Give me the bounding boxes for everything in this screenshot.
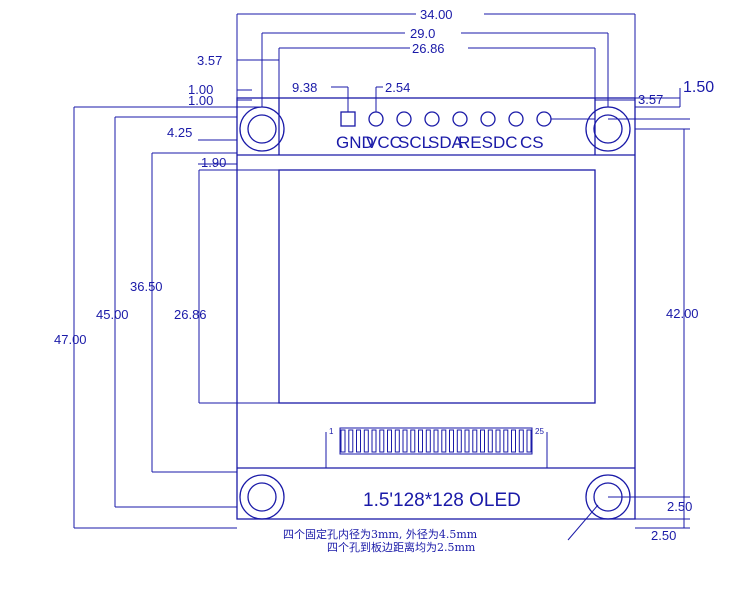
fpc-pin [518,429,524,453]
pin-label-vcc: VCC [366,133,402,152]
pin-label-scl: SCL [398,133,431,152]
fpc-pin [402,429,408,453]
dim-left-top-b: 1.00 [188,93,213,108]
dim-left-top-a: 1.00 [188,82,213,97]
dim-display-height: 26.86 [174,307,207,322]
note-leader [567,504,599,541]
pin-label-res: RES [458,133,493,152]
fpc-pin [356,429,361,453]
fpc-pin [371,429,377,453]
dim-left-36: 36.50 [130,279,163,294]
fpc-pin [418,429,423,453]
dim-hole-to-display: 4.25 [167,125,192,140]
fpc-pin [503,429,509,453]
mounting-hole-tl [239,106,285,152]
note-hole-distance: 四个孔到板边距离均为2.5mm [327,540,476,554]
fpc-pin [449,429,454,453]
dim-lines-top [236,13,681,112]
pin-pads [340,111,552,127]
fpc-pin [394,429,400,453]
mounting-hole-bl [239,474,285,520]
fpc-pin [511,429,516,453]
fpc-start-label: 1 [329,427,334,436]
dim-total-width: 34.00 [420,7,453,22]
dim-display-top: 1.90 [201,155,226,170]
dim-lines-right [608,118,690,529]
fpc-pin [480,429,485,453]
fpc-connector [325,427,548,468]
pin-label-dc: DC [493,133,518,152]
fpc-pin [433,429,439,453]
fpc-end-label: 25 [535,427,544,436]
dim-bottom-hole-a: 2.50 [667,499,692,514]
dim-left-45: 45.00 [96,307,129,322]
fpc-pin [526,429,532,453]
fpc-pin [456,429,462,453]
pin-label-cs: CS [520,133,544,152]
board-outline [236,97,636,520]
fpc-pin [410,429,416,453]
dim-pin-pitch: 2.54 [385,80,410,95]
pin-label-sda: SDA [428,133,464,152]
dim-lines-left [73,106,279,529]
fpc-pin [340,429,346,453]
dim-right-small: 1.50 [683,79,714,96]
fpc-pin [387,429,392,453]
fpc-pin [472,429,478,453]
dim-left-offset: 3.57 [197,53,222,68]
fpc-pin [348,429,354,453]
fpc-pin [487,429,493,453]
dim-bottom-hole-b: 2.50 [651,528,676,543]
fpc-pins [340,429,532,453]
fpc-pin [363,429,369,453]
model-label: 1.5'128*128 OLED [363,490,521,511]
fpc-pin [425,429,431,453]
dim-display-width: 26.86 [412,41,445,56]
dim-total-height: 47.00 [54,332,87,347]
fpc-pin [495,429,501,453]
fpc-pin [464,429,470,453]
fpc-pin [379,429,385,453]
pin-label-gnd: GND [336,133,374,152]
dim-pin-start: 9.38 [292,80,317,95]
fpc-pin [441,429,447,453]
dim-right-offset: 3.57 [638,92,663,107]
display-active-area [278,169,596,404]
dim-right-height: 42.00 [666,306,699,321]
mounting-hole-tr [585,106,631,152]
dim-hole-span: 29.0 [410,26,435,41]
note-hole-diameter: 四个固定孔内径为3mm, 外径为4.5mm [283,527,478,541]
